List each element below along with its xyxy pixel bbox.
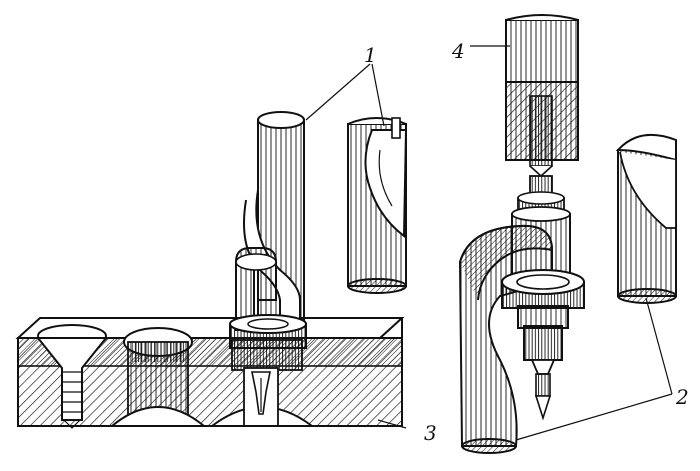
tool-with-nut	[501, 269, 585, 421]
leader-lines	[305, 45, 673, 441]
cutter-rod-assembled	[229, 111, 307, 349]
bore-right	[211, 339, 313, 427]
cutter-detail-separate	[347, 117, 408, 294]
callout-4: 4	[451, 39, 465, 63]
countersunk-screw	[35, 324, 109, 429]
callout-1: 1	[364, 43, 377, 67]
cutter-bar-separate	[615, 133, 677, 304]
holder-sleeve	[505, 14, 579, 178]
bore-middle	[111, 327, 205, 427]
base-block	[15, 317, 405, 429]
callout-2: 2	[675, 385, 689, 409]
callout-3: 3	[424, 421, 437, 445]
